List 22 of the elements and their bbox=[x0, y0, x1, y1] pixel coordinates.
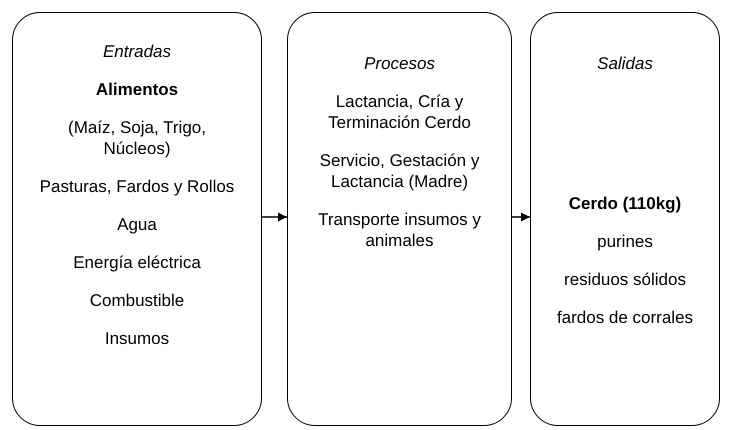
column-heading: Entradas bbox=[102, 41, 172, 62]
item-text: residuos sólidos bbox=[564, 269, 686, 290]
item-text: Alimentos bbox=[96, 79, 178, 100]
column-box bbox=[530, 12, 720, 426]
column-box bbox=[12, 12, 262, 426]
item-text: Insumos bbox=[104, 328, 170, 349]
item-text: Pasturas, Fardos y Rollos bbox=[40, 176, 234, 197]
column-heading: Procesos bbox=[364, 53, 435, 74]
item-text: Agua bbox=[117, 214, 157, 235]
item-text: fardos de corrales bbox=[556, 307, 694, 328]
item-text: (Maíz, Soja, Trigo, Núcleos) bbox=[67, 117, 207, 159]
item-text: purines bbox=[597, 231, 653, 252]
item-text: Servicio, Gestación y Lactancia (Madre) bbox=[318, 150, 480, 192]
arrow bbox=[512, 212, 530, 222]
column-box bbox=[287, 12, 512, 426]
item-text: Cerdo (110kg) bbox=[568, 193, 682, 214]
item-text: Combustible bbox=[90, 290, 184, 311]
item-text: Lactancia, Cría y Terminación Cerdo bbox=[327, 91, 472, 133]
item-text: Transporte insumos y animales bbox=[317, 209, 482, 251]
arrow bbox=[262, 212, 287, 222]
item-text: Energía eléctrica bbox=[73, 252, 201, 273]
column-heading: Salidas bbox=[597, 53, 653, 74]
